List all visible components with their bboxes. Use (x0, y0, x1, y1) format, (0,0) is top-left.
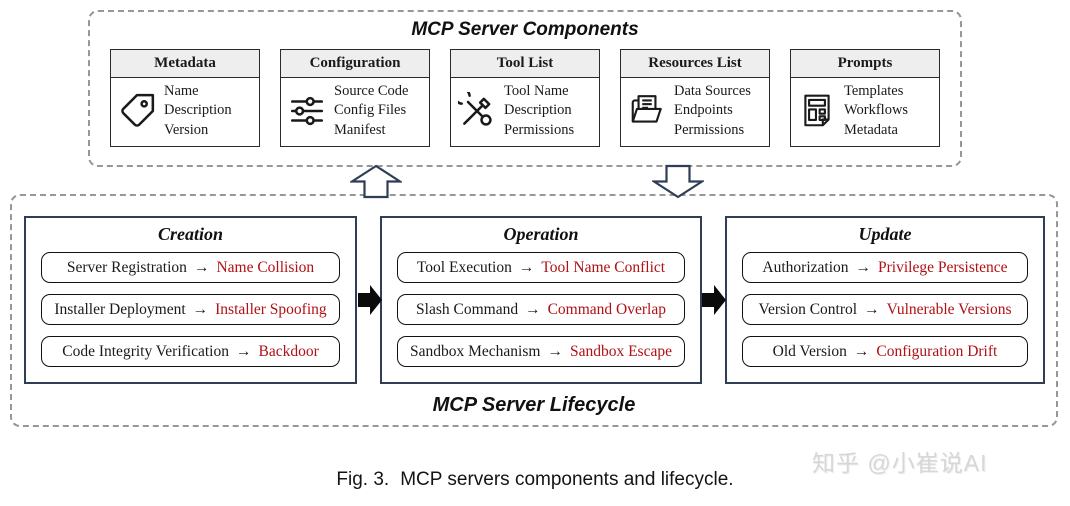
lifecycle-panel: Creation Server Registration → Name Coll… (10, 194, 1058, 427)
arrow-glyph: → (235, 342, 252, 360)
component-box-body: Tool Name Description Permissions (451, 78, 599, 144)
sliders-icon (288, 92, 326, 130)
risk-label: Tool Name Conflict (541, 258, 666, 276)
risk-label: Name Collision (216, 258, 315, 276)
arrow-glyph: → (855, 258, 872, 276)
component-box-resources-list: Resources List Data Sources (620, 49, 770, 147)
stage-rows: Server Registration → Name Collision Ins… (26, 245, 355, 367)
step-label: Version Control (758, 300, 858, 318)
risk-row: Installer Deployment → Installer Spoofin… (41, 294, 340, 325)
component-item: Tool Name (504, 83, 569, 100)
components-row: Metadata Name Description Versio (90, 49, 960, 147)
step-label: Tool Execution (416, 258, 512, 276)
stage-arrow-creation-to-operation (358, 282, 382, 318)
figure-caption-text: MCP servers components and lifecycle. (400, 469, 734, 490)
component-items: Source Code Config Files Manifest (334, 82, 409, 139)
stage-title: Update (858, 224, 912, 244)
component-items: Data Sources Endpoints Permissions (674, 82, 751, 139)
figure-caption-label: Fig. 3. (336, 469, 390, 490)
component-item: Manifest (334, 121, 386, 138)
flow-up-arrow (350, 164, 402, 200)
tools-icon (458, 92, 496, 130)
stage-title: Operation (503, 224, 579, 244)
component-item: Workflows (844, 102, 909, 119)
stage-arrow-operation-to-update (702, 282, 726, 318)
arrow-glyph: → (547, 342, 563, 360)
component-item: Source Code (334, 83, 409, 100)
component-item: Version (164, 121, 209, 138)
arrow-glyph: → (193, 258, 210, 276)
component-item: Data Sources (674, 83, 751, 100)
component-box-tool-list: Tool List Tool Name (450, 49, 600, 147)
component-box-title: Resources List (621, 50, 769, 78)
step-label: Old Version (772, 342, 847, 360)
step-label: Sandbox Mechanism (410, 342, 541, 360)
risk-label: Command Overlap (547, 300, 666, 318)
component-box-title: Tool List (451, 50, 599, 78)
arrow-glyph: → (525, 300, 541, 318)
component-items: Templates Workflows Metadata (844, 82, 908, 139)
risk-label: Installer Spoofing (215, 300, 327, 318)
watermark: 知乎 @小崔说AI (812, 450, 988, 476)
figure-caption: Fig. 3. MCP servers components and lifecy… (0, 469, 1070, 491)
component-box-title: Configuration (281, 50, 429, 78)
step-label: Code Integrity Verification (62, 342, 229, 360)
component-box-prompts: Prompts Templates (790, 49, 940, 147)
risk-row: Tool Execution → Tool Name Conflict (397, 252, 685, 283)
risk-label: Vulnerable Versions (886, 300, 1012, 318)
risk-label: Sandbox Escape (569, 342, 672, 360)
arrow-glyph: → (864, 300, 880, 318)
stage-rows: Authorization → Privilege Persistence Ve… (727, 245, 1043, 367)
step-label: Slash Command (416, 300, 519, 318)
tag-icon (118, 92, 156, 130)
component-items: Name Description Version (164, 82, 232, 139)
risk-label: Backdoor (258, 342, 319, 360)
component-box-title: Prompts (791, 50, 939, 78)
components-panel-title: MCP Server Components (411, 19, 639, 40)
component-items: Tool Name Description Permissions (504, 82, 574, 139)
component-item: Config Files (334, 102, 407, 119)
step-label: Installer Deployment (54, 300, 186, 318)
component-box-body: Data Sources Endpoints Permissions (621, 78, 769, 144)
component-box-configuration: Configuration Source Code Config Files M… (280, 49, 430, 147)
component-item: Permissions (674, 121, 745, 138)
component-item: Endpoints (674, 102, 733, 119)
page-template-icon (798, 92, 836, 130)
arrow-glyph: → (853, 342, 870, 360)
stage-update: Update Authorization → Privilege Persist… (725, 216, 1045, 384)
lifecycle-panel-title: MCP Server Lifecycle (432, 394, 636, 416)
risk-row: Authorization → Privilege Persistence (742, 252, 1028, 283)
stage-operation: Operation Tool Execution → Tool Name Con… (380, 216, 702, 384)
stage-rows: Tool Execution → Tool Name Conflict Slas… (382, 245, 700, 367)
step-label: Server Registration (66, 258, 187, 276)
risk-row: Sandbox Mechanism → Sandbox Escape (397, 336, 685, 367)
component-item: Description (504, 102, 572, 119)
risk-row: Code Integrity Verification → Backdoor (41, 336, 340, 367)
risk-row: Old Version → Configuration Drift (742, 336, 1028, 367)
component-item: Name (164, 83, 199, 100)
component-item: Permissions (504, 121, 575, 138)
risk-row: Server Registration → Name Collision (41, 252, 340, 283)
component-box-metadata: Metadata Name Description Versio (110, 49, 260, 147)
components-panel: MCP Server Components Metadata (88, 10, 962, 167)
risk-row: Version Control → Vulnerable Versions (742, 294, 1028, 325)
stage-title: Creation (157, 224, 223, 244)
component-box-body: Templates Workflows Metadata (791, 78, 939, 144)
folder-documents-icon (628, 92, 666, 130)
component-item: Metadata (844, 121, 898, 138)
arrow-glyph: → (192, 300, 209, 318)
component-box-body: Source Code Config Files Manifest (281, 78, 429, 144)
flow-down-arrow (652, 164, 704, 200)
step-label: Authorization (762, 258, 849, 276)
component-item: Templates (844, 83, 904, 100)
component-item: Description (164, 102, 232, 119)
risk-label: Configuration Drift (876, 342, 998, 360)
risk-label: Privilege Persistence (878, 258, 1008, 276)
arrow-glyph: → (518, 258, 535, 276)
risk-row: Slash Command → Command Overlap (397, 294, 685, 325)
stage-creation: Creation Server Registration → Name Coll… (24, 216, 357, 384)
component-box-title: Metadata (111, 50, 259, 78)
component-box-body: Name Description Version (111, 78, 259, 144)
